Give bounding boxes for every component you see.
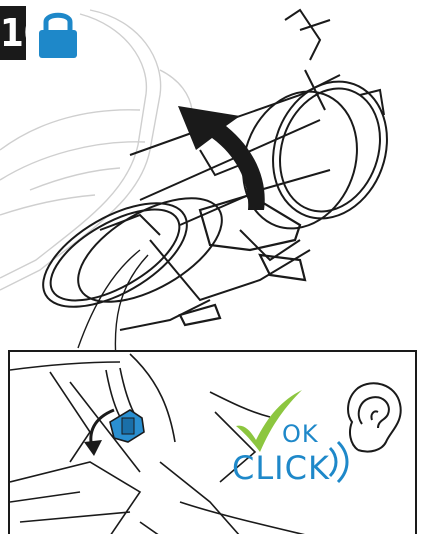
clamp-lever [110,410,144,442]
click-label: CLICK [232,452,330,484]
rotate-arrow-icon [178,106,265,210]
ear-icon [340,380,406,454]
padlock-icon [36,6,80,60]
car-rear [0,10,192,290]
step-number-badge: 10 [0,6,26,60]
bicycles [27,10,406,330]
ok-label: OK [282,422,319,446]
